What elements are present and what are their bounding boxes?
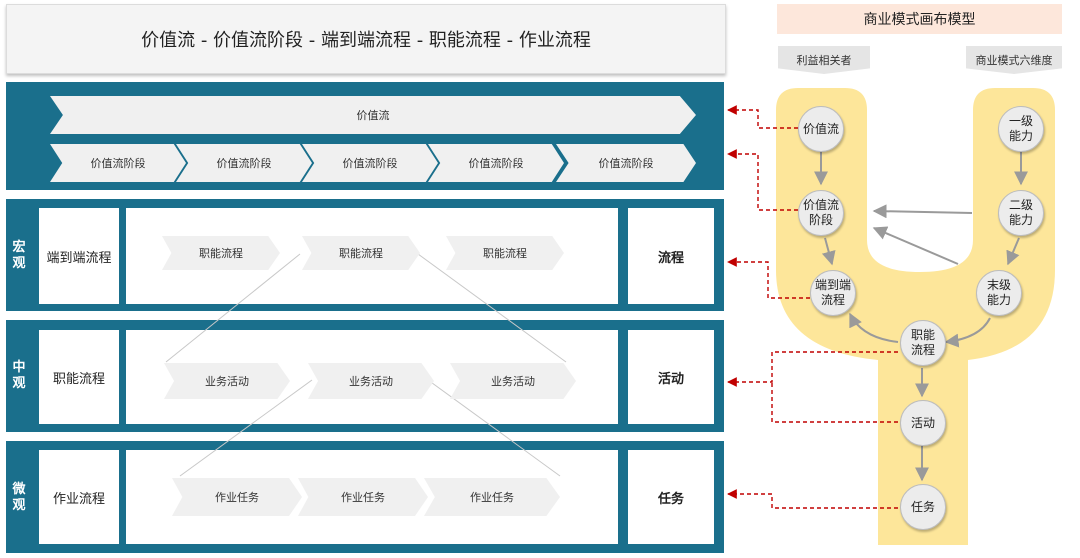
connector-value-stream — [727, 105, 798, 129]
flow-capend-to-func — [944, 317, 991, 348]
macro-side-label: 宏观 — [12, 240, 26, 271]
micro-item-2: 作业任务 — [298, 478, 428, 516]
flow-cap2-to-stage — [872, 204, 973, 219]
value-stage-5-label: 价值流阶段 — [598, 157, 654, 170]
meso-right-label: 活动 — [628, 330, 714, 424]
connector-func — [727, 351, 898, 387]
value-stage-4: 价值流阶段 — [428, 144, 564, 182]
meso-item-2: 业务活动 — [308, 363, 434, 399]
flow-func-to-e2e — [849, 312, 899, 343]
meso-side-label: 中观 — [12, 360, 26, 391]
macro-item-2-label: 职能流程 — [339, 247, 383, 260]
macro-item-1-label: 职能流程 — [199, 247, 243, 260]
value-stage-2-label: 价值流阶段 — [216, 157, 272, 170]
node-task: 任务 — [900, 484, 946, 530]
node-capability-1: 一级 能力 — [998, 106, 1044, 152]
node-capability-end: 末级 能力 — [976, 270, 1022, 316]
micro-item-3-label: 作业任务 — [470, 491, 514, 504]
node-activity: 活动 — [900, 400, 946, 446]
canvas-title: 商业模式画布模型 — [777, 4, 1062, 34]
u-shape-band — [776, 88, 1055, 545]
value-stage-5: 价值流阶段 — [556, 144, 696, 182]
page-title: 价值流 - 价值流阶段 - 端到端流程 - 职能流程 - 作业流程 — [6, 4, 726, 74]
meso-item-1-label: 业务活动 — [205, 375, 249, 388]
meso-row-label: 职能流程 — [39, 330, 119, 424]
node-value-stream: 价值流 — [798, 106, 844, 152]
flow-stage-to-e2e — [821, 237, 836, 266]
meso-item-2-label: 业务活动 — [349, 375, 393, 388]
value-stream-arrow: 价值流 — [50, 96, 696, 134]
macro-item-3-label: 职能流程 — [483, 247, 527, 260]
macro-item-2: 职能流程 — [302, 236, 420, 270]
value-stage-2: 价值流阶段 — [176, 144, 312, 182]
micro-item-3: 作业任务 — [424, 478, 560, 516]
micro-item-1: 作业任务 — [172, 478, 302, 516]
meso-item-3: 业务活动 — [450, 363, 576, 399]
micro-side-label: 微观 — [12, 482, 26, 513]
connector-e2e — [727, 257, 810, 299]
value-stream-label: 价值流 — [356, 109, 390, 122]
value-stage-1-label: 价值流阶段 — [90, 157, 146, 170]
value-stage-3: 价值流阶段 — [302, 144, 438, 182]
macro-row-label: 端到端流程 — [39, 208, 119, 304]
value-stage-4-label: 价值流阶段 — [468, 157, 524, 170]
meso-item-1: 业务活动 — [164, 363, 290, 399]
micro-item-2-label: 作业任务 — [341, 491, 385, 504]
macro-right-label: 流程 — [628, 208, 714, 304]
node-e2e-process: 端到端 流程 — [810, 270, 856, 316]
macro-item-3: 职能流程 — [446, 236, 564, 270]
node-value-stage: 价值流 阶段 — [798, 190, 844, 236]
flow-cap2-to-capend — [1006, 237, 1020, 266]
micro-right-label: 任务 — [628, 450, 714, 544]
tag-six-dimensions: 商业模式六维度 — [966, 46, 1062, 74]
micro-item-1-label: 作业任务 — [215, 491, 259, 504]
micro-row-label: 作业流程 — [39, 450, 119, 544]
meso-item-3-label: 业务活动 — [491, 375, 535, 388]
tag-stakeholders: 利益相关者 — [778, 46, 870, 74]
connector-activity — [771, 382, 898, 423]
connector-task — [727, 489, 898, 509]
node-functional-process: 职能 流程 — [900, 320, 946, 366]
value-stage-3-label: 价值流阶段 — [342, 157, 398, 170]
node-capability-2: 二级 能力 — [998, 190, 1044, 236]
flow-capend-to-stage — [872, 226, 959, 265]
value-stage-1: 价值流阶段 — [50, 144, 186, 182]
macro-item-1: 职能流程 — [162, 236, 280, 270]
